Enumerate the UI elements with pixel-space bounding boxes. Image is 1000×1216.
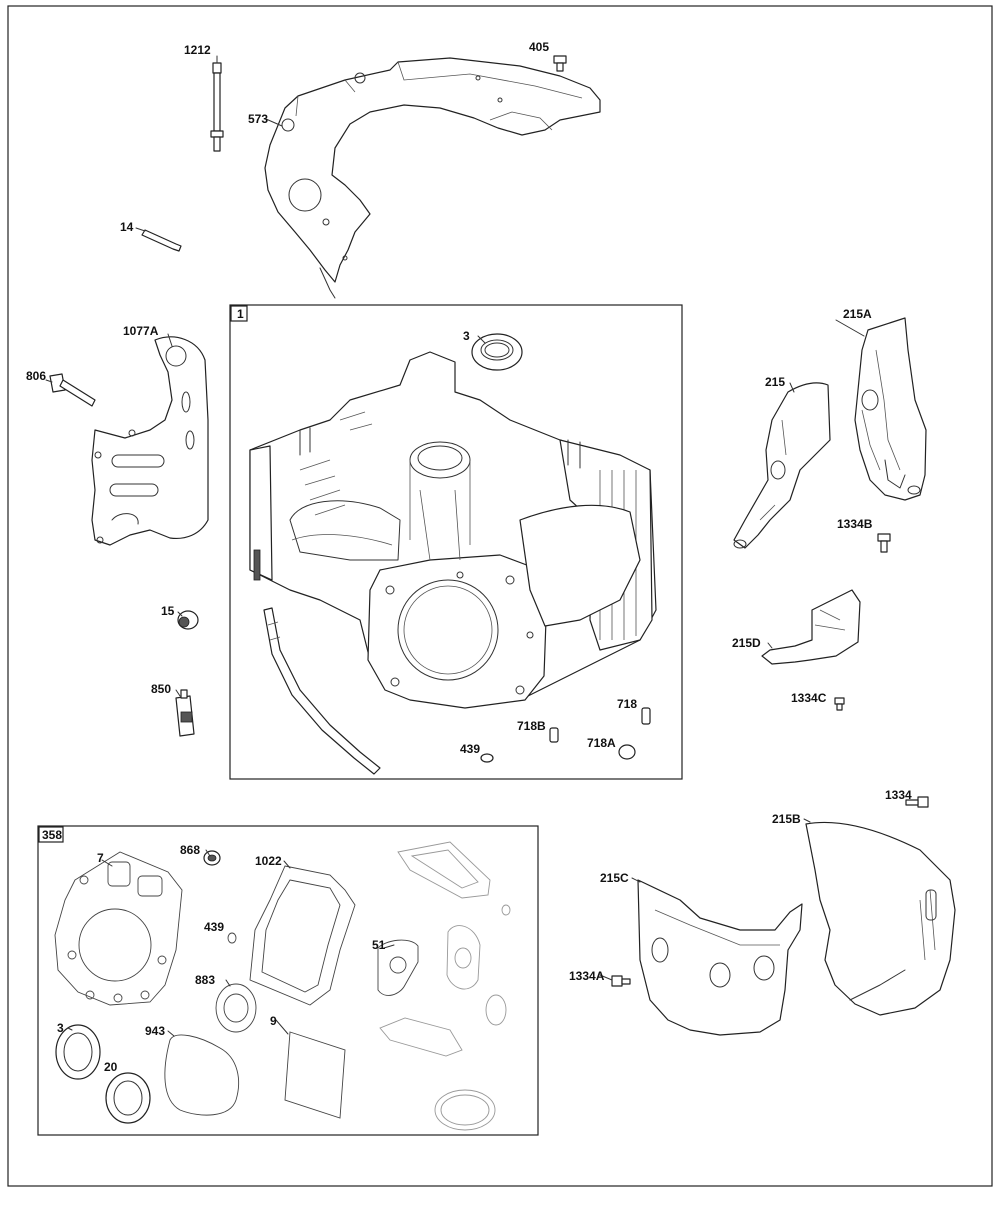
callout-215a: 215A bbox=[843, 307, 872, 321]
air-guide-573 bbox=[264, 57, 601, 299]
dowel-718a bbox=[618, 744, 636, 760]
callout-718b: 718B bbox=[517, 719, 546, 733]
shroud-215b bbox=[805, 821, 956, 1016]
callout-215: 215 bbox=[765, 375, 785, 389]
callout-9: 9 bbox=[270, 1014, 277, 1028]
diagram-frame bbox=[7, 5, 993, 1187]
box-gasket-set bbox=[37, 825, 539, 1136]
callout-405: 405 bbox=[529, 40, 549, 54]
gasket-51 bbox=[377, 939, 419, 996]
sealant-tube-850 bbox=[175, 689, 195, 737]
dowel-718b bbox=[549, 727, 559, 743]
callout-labels: 1 358 1212 405 573 14 1077A 806 3 215A 2… bbox=[26, 40, 912, 1074]
callout-1334b: 1334B bbox=[837, 517, 873, 531]
callout-1334: 1334 bbox=[885, 788, 912, 802]
callout-883: 883 bbox=[195, 973, 215, 987]
box-engine-block bbox=[229, 304, 683, 780]
shroud-215c bbox=[637, 879, 803, 1036]
callout-7: 7 bbox=[97, 851, 104, 865]
callout-1334a: 1334A bbox=[569, 969, 605, 983]
gasket-943 bbox=[164, 1034, 240, 1116]
gaskets-misc bbox=[379, 841, 511, 1131]
shroud-215 bbox=[733, 382, 831, 549]
callout-15: 15 bbox=[161, 604, 175, 618]
callout-20: 20 bbox=[104, 1060, 118, 1074]
dipstick-tube bbox=[263, 607, 381, 775]
oil-seal-3 bbox=[471, 333, 523, 371]
callout-3-seal: 3 bbox=[463, 329, 470, 343]
washer-439-block bbox=[480, 753, 494, 763]
dowel-718 bbox=[641, 707, 651, 725]
callout-14: 14 bbox=[120, 220, 134, 234]
callout-573: 573 bbox=[248, 112, 268, 126]
shroud-215a bbox=[854, 317, 927, 501]
callout-215c: 215C bbox=[600, 871, 629, 885]
callout-718a: 718A bbox=[587, 736, 616, 750]
callout-215d: 215D bbox=[732, 636, 761, 650]
bolt-1212 bbox=[210, 55, 224, 152]
callout-868: 868 bbox=[180, 843, 200, 857]
screw-1334 bbox=[905, 796, 929, 808]
bracket-1077a bbox=[91, 336, 209, 546]
bolt-806 bbox=[49, 373, 96, 407]
seal-20 bbox=[105, 1072, 151, 1124]
pin-14 bbox=[135, 227, 182, 252]
shroud-215d bbox=[761, 589, 861, 665]
callout-943: 943 bbox=[145, 1024, 165, 1038]
gasket-1022 bbox=[249, 865, 356, 1006]
gasket-9 bbox=[284, 1031, 346, 1119]
callout-806: 806 bbox=[26, 369, 46, 383]
washer-439-set bbox=[227, 932, 237, 944]
callout-1022: 1022 bbox=[255, 854, 282, 868]
screw-1334b bbox=[877, 533, 891, 553]
box-engine-block-label: 1 bbox=[237, 307, 244, 321]
callout-439-set: 439 bbox=[204, 920, 224, 934]
callout-1212: 1212 bbox=[184, 43, 211, 57]
leader-lines bbox=[45, 118, 865, 1037]
callout-51: 51 bbox=[372, 938, 386, 952]
callout-1077a: 1077A bbox=[123, 324, 159, 338]
callout-439-block: 439 bbox=[460, 742, 480, 756]
box-gasket-set-label: 358 bbox=[42, 828, 62, 842]
seal-3-set bbox=[55, 1024, 101, 1080]
callout-718: 718 bbox=[617, 697, 637, 711]
screw-1334c bbox=[834, 697, 845, 711]
seal-868 bbox=[203, 850, 221, 866]
screw-405 bbox=[553, 55, 567, 72]
spacer-15 bbox=[177, 610, 199, 630]
gasket-head-7 bbox=[54, 851, 183, 1006]
callout-215b: 215B bbox=[772, 812, 801, 826]
callout-3-set: 3 bbox=[57, 1021, 64, 1035]
screw-1334a bbox=[611, 975, 631, 987]
engine-block bbox=[249, 351, 657, 709]
callout-850: 850 bbox=[151, 682, 171, 696]
gasket-883 bbox=[215, 983, 257, 1033]
callout-1334c: 1334C bbox=[791, 691, 827, 705]
